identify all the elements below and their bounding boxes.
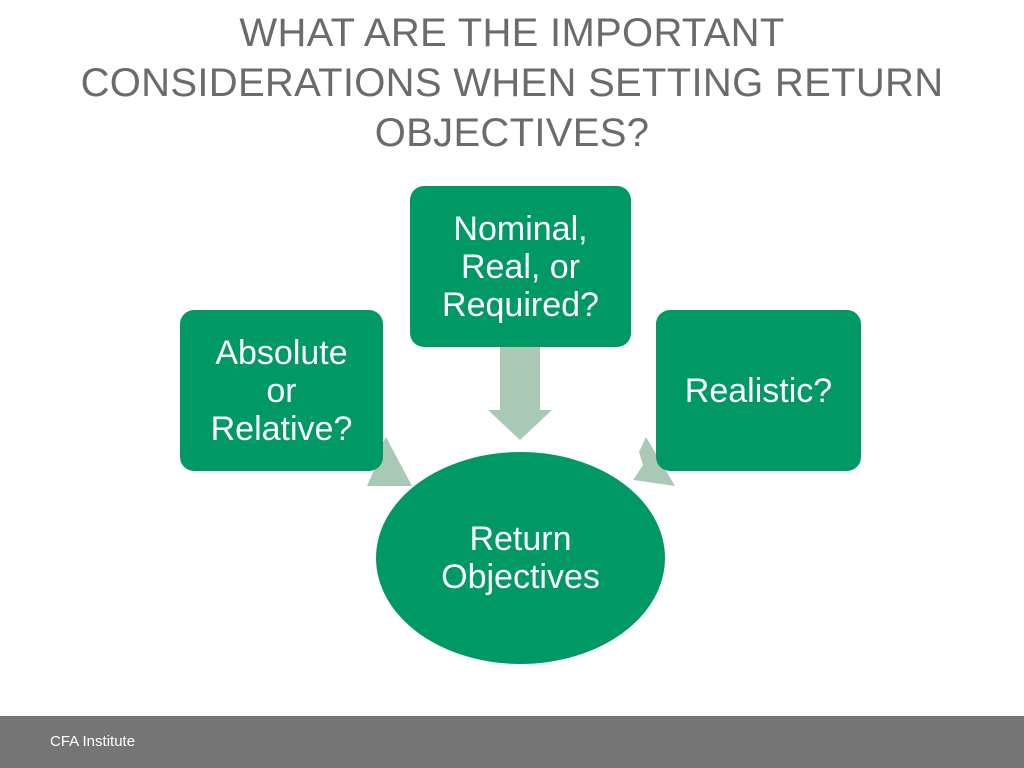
node-label-line: Relative? xyxy=(210,409,353,448)
node-nominal-real-or-required: Nominal, Real, or Required? xyxy=(410,186,631,347)
node-realistic: Realistic? xyxy=(656,310,861,471)
node-label-line: Real, or xyxy=(460,247,581,286)
footer-brand-label: CFA Institute xyxy=(50,733,136,750)
slide-title-line: OBJECTIVES? xyxy=(374,111,650,155)
slide-title-line: CONSIDERATIONS WHEN SETTING RETURN xyxy=(80,61,944,105)
node-label-line: or xyxy=(266,371,297,410)
node-label-line: Nominal, xyxy=(453,209,588,248)
arrow-top-to-center xyxy=(488,347,552,440)
slide-title: WHAT ARE THE IMPORTANT CONSIDERATIONS WH… xyxy=(40,8,984,158)
node-absolute-or-relative: Absolute or Relative? xyxy=(180,310,383,471)
arrow-right-to-center xyxy=(633,437,675,486)
center-label-line: Objectives xyxy=(441,558,600,596)
node-label-line: Absolute xyxy=(215,333,348,372)
slide-title-line: WHAT ARE THE IMPORTANT xyxy=(239,11,785,55)
node-label-line: Required? xyxy=(442,285,599,324)
node-return-objectives: Return Objectives xyxy=(376,452,665,664)
footer-bar: CFA Institute xyxy=(0,716,1024,768)
center-label-line: Return xyxy=(469,520,572,558)
node-label-line: Realistic? xyxy=(684,371,833,410)
arrow-left-to-center xyxy=(367,437,412,486)
